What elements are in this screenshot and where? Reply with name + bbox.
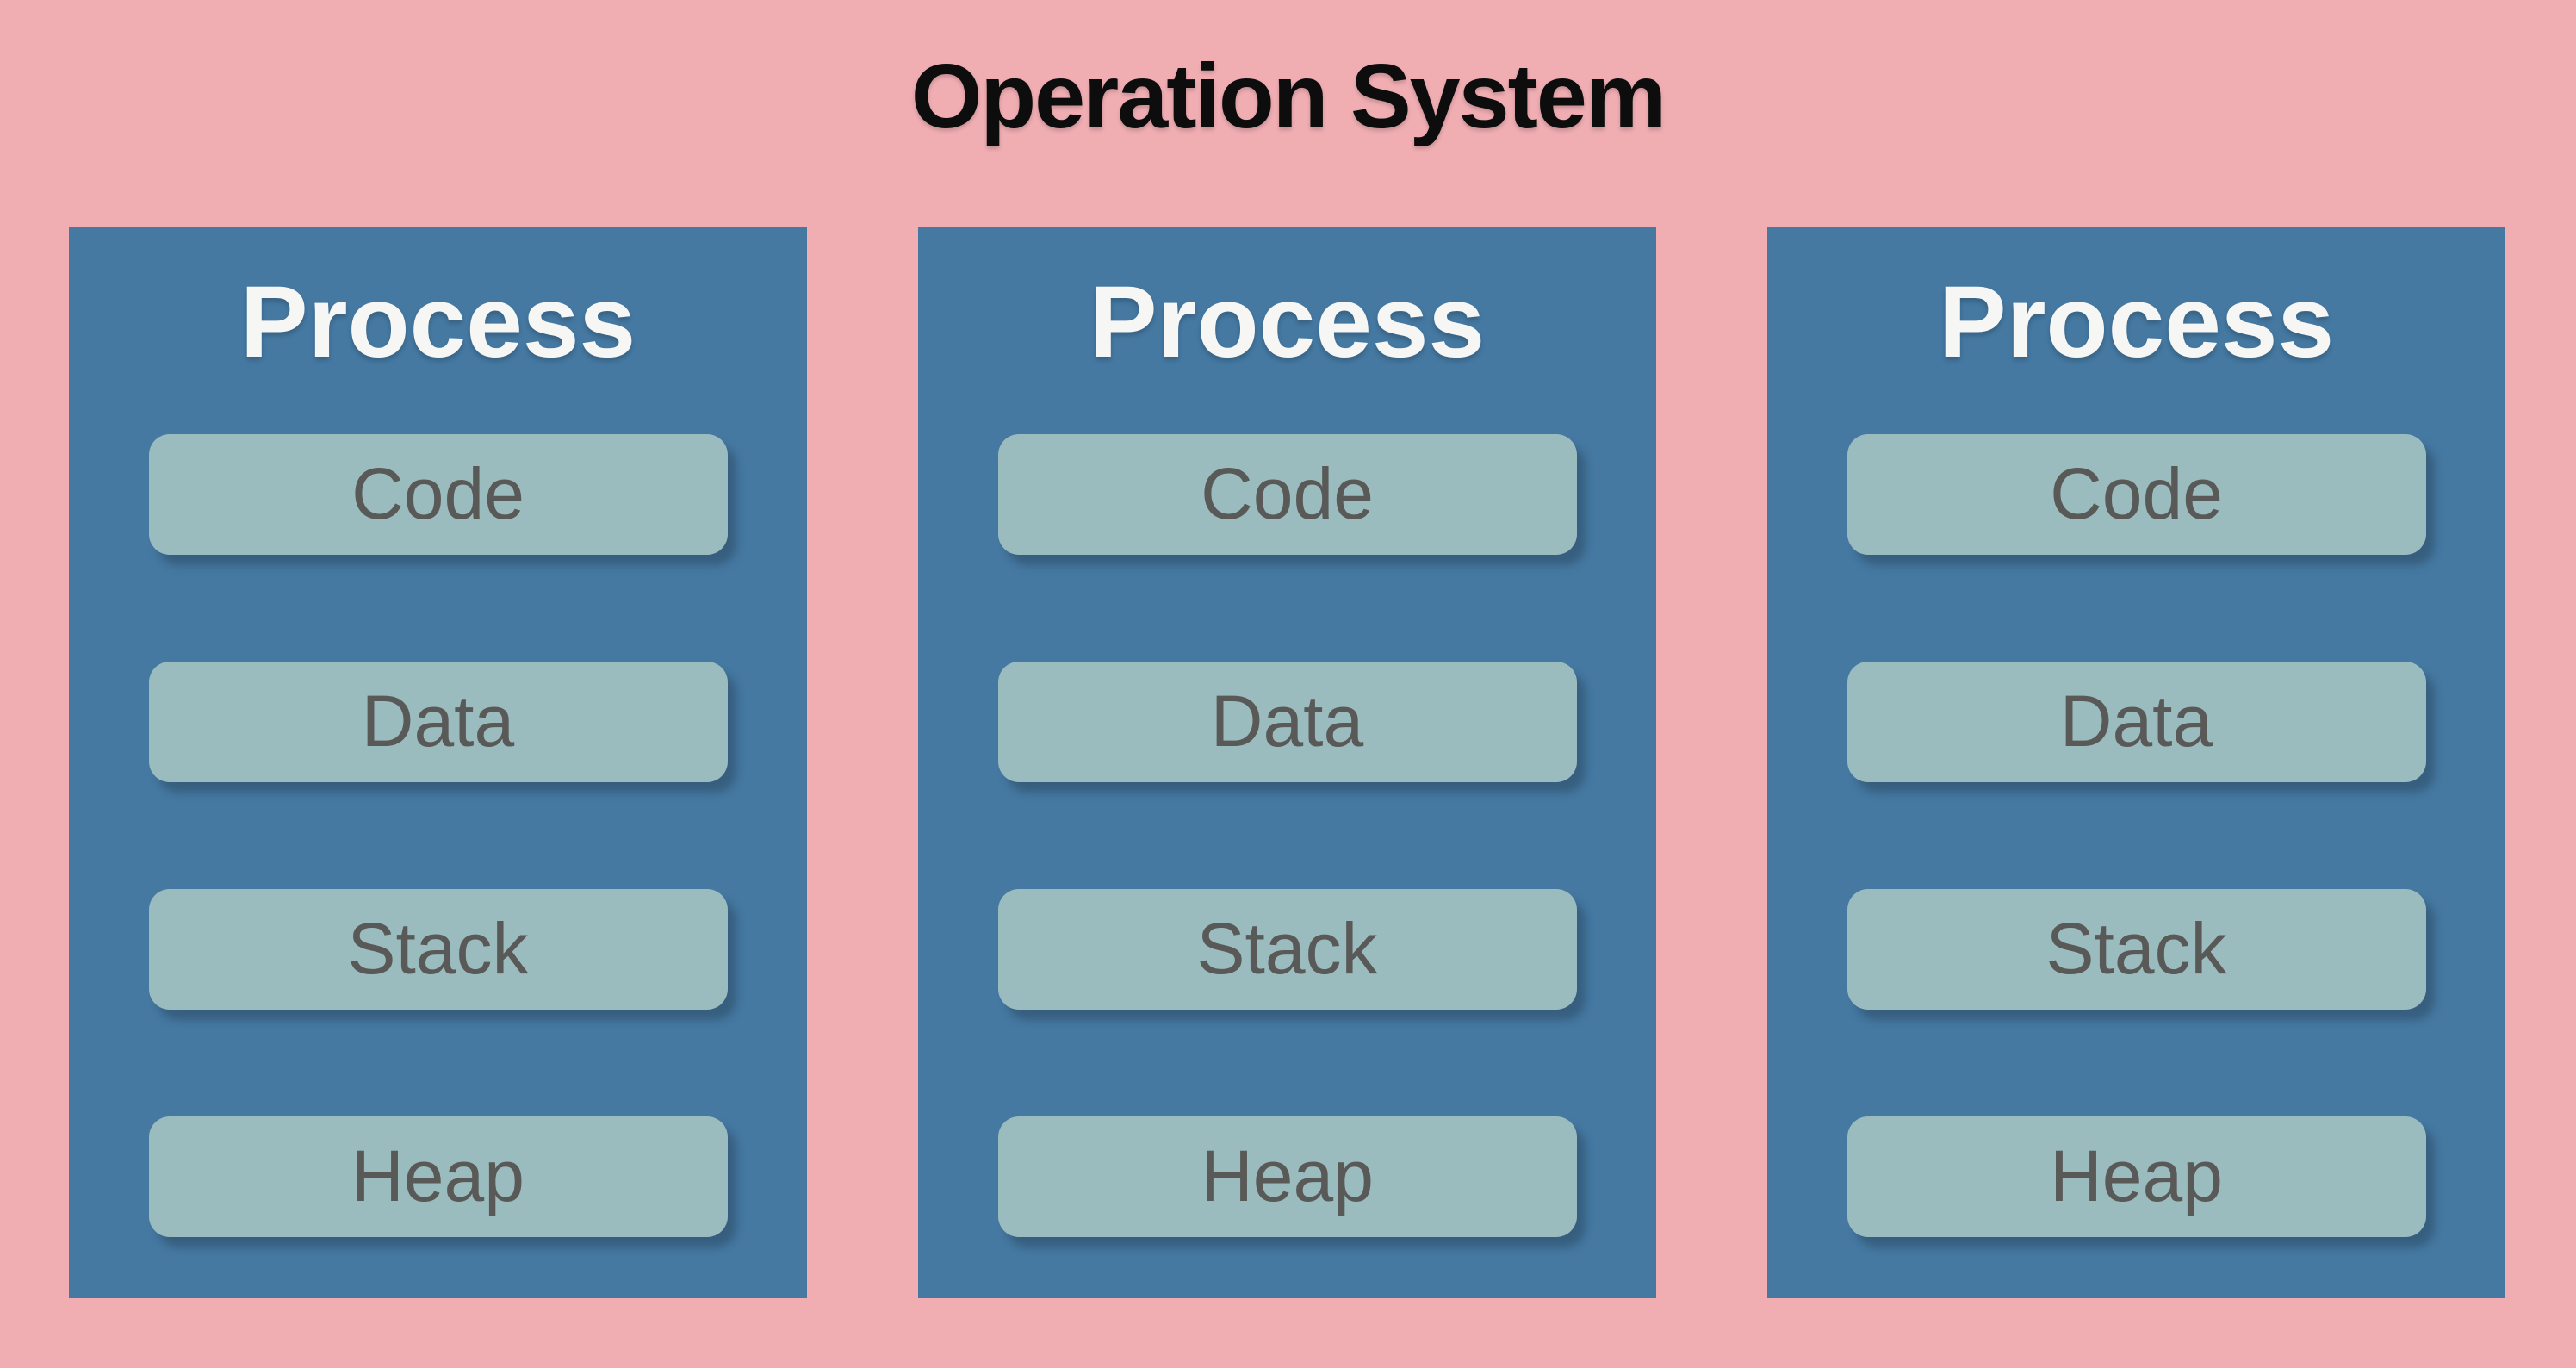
segment-list: Code Data Stack Heap (1847, 433, 2426, 1237)
process-title: Process (239, 265, 636, 379)
segment-stack: Stack (1847, 888, 2426, 1010)
segment-code: Code (997, 433, 1577, 555)
page-title: Operation System (910, 46, 1667, 147)
segment-heap: Heap (997, 1116, 1577, 1237)
process-row: Process Code Data Stack Heap Process Cod… (69, 227, 2505, 1298)
segment-list: Code Data Stack Heap (148, 433, 728, 1237)
process-box-1: Process Code Data Stack Heap (69, 227, 807, 1298)
segment-heap: Heap (148, 1116, 728, 1237)
segment-stack: Stack (997, 888, 1577, 1010)
segment-list: Code Data Stack Heap (997, 433, 1577, 1237)
segment-data: Data (1847, 661, 2426, 782)
segment-data: Data (148, 661, 728, 782)
process-box-2: Process Code Data Stack Heap (918, 227, 1656, 1298)
segment-stack: Stack (148, 888, 728, 1010)
process-title: Process (1938, 265, 2335, 379)
process-title: Process (1089, 265, 1486, 379)
segment-data: Data (997, 661, 1577, 782)
segment-code: Code (1847, 433, 2426, 555)
process-box-3: Process Code Data Stack Heap (1767, 227, 2505, 1298)
segment-code: Code (148, 433, 728, 555)
segment-heap: Heap (1847, 1116, 2426, 1237)
